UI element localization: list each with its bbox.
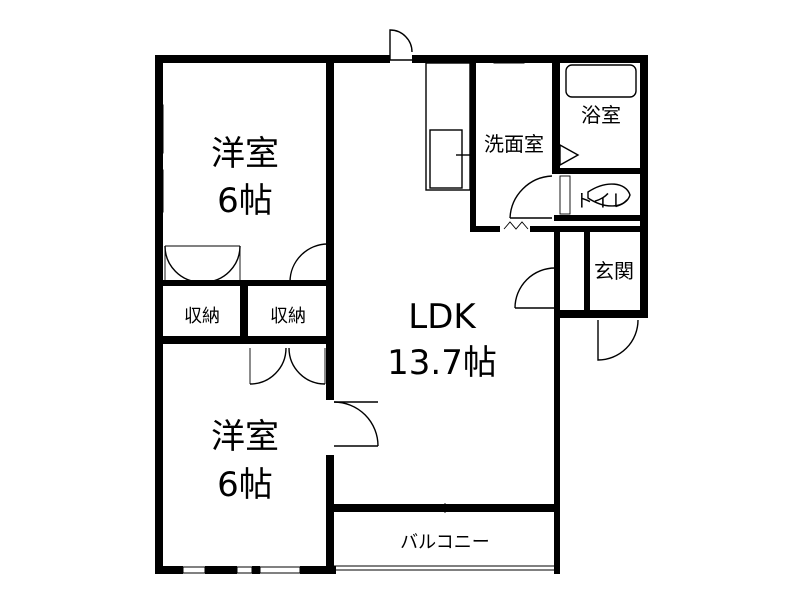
balcony — [333, 565, 557, 571]
storage-right-label: 収納 — [270, 306, 306, 327]
entrance-label: 玄関 — [594, 259, 634, 283]
ldk-size: 13.7帖 — [387, 343, 497, 383]
outer-walls — [155, 55, 648, 574]
western-room-bottom-name: 洋室 — [211, 417, 279, 457]
balcony-label: バルコニー — [400, 532, 490, 553]
doors — [164, 29, 639, 447]
washroom-label: 洗面室 — [484, 132, 544, 156]
bathroom-label: 浴室 — [581, 103, 621, 127]
western-room-top-name: 洋室 — [211, 134, 279, 174]
western-room-top-size: 6帖 — [217, 181, 273, 221]
toilet-label: トイレ — [575, 191, 629, 212]
western-room-bottom-size: 6帖 — [217, 465, 273, 505]
storage-left-label: 収納 — [184, 306, 220, 327]
windows — [156, 56, 525, 574]
ldk-name: LDK — [408, 297, 477, 337]
